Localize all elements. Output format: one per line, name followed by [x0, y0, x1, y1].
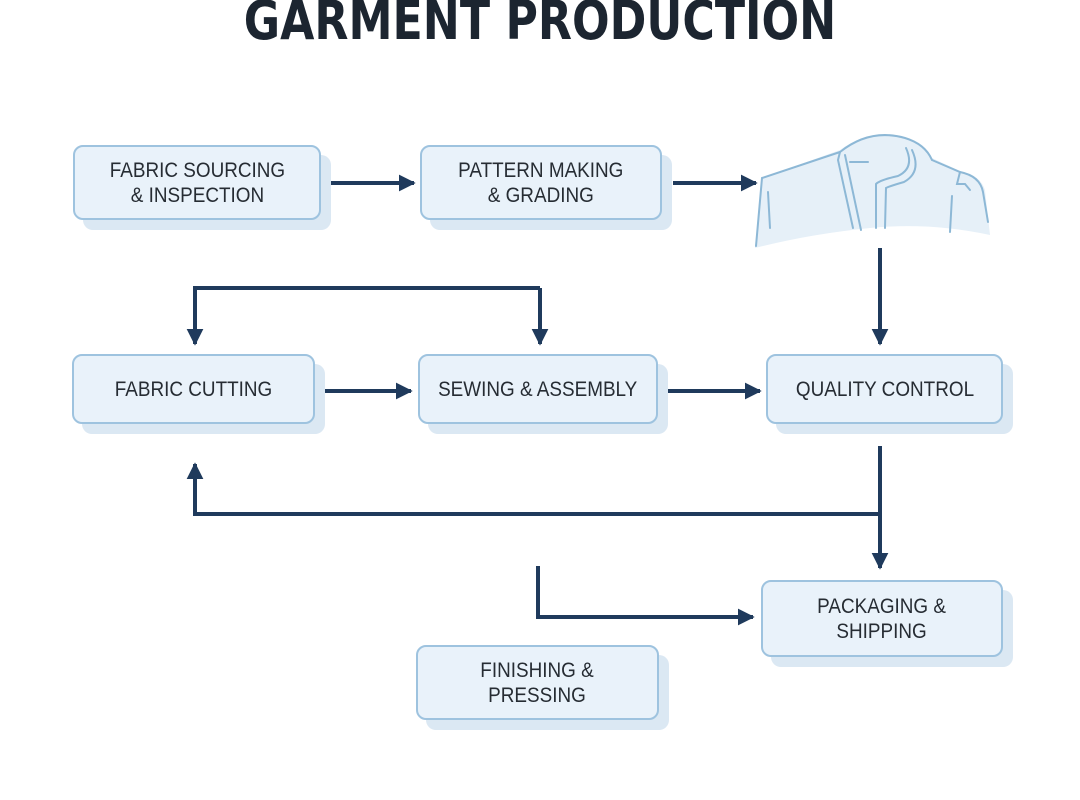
node-label: FABRIC CUTTING — [114, 377, 273, 401]
node-fabric-sourcing: FABRIC SOURCING & INSPECTION — [73, 145, 321, 220]
node-label: PATTERN MAKING & GRADING — [458, 158, 624, 207]
node-label: FABRIC SOURCING & INSPECTION — [109, 158, 285, 207]
arrow-loop-to-cutting — [186, 286, 540, 346]
node-packaging-shipping: PACKAGING & SHIPPING — [761, 580, 1003, 657]
arrow-quality-to-cutting — [186, 462, 880, 516]
node-fabric-cutting: FABRIC CUTTING — [72, 354, 315, 424]
node-label: QUALITY CONTROL — [795, 377, 974, 401]
arrow-finishing-to-packaging — [536, 566, 755, 626]
node-label: PACKAGING & SHIPPING — [817, 594, 947, 643]
node-label: FINISHING & PRESSING — [480, 658, 595, 707]
node-quality-control: QUALITY CONTROL — [766, 354, 1003, 424]
node-finishing-pressing: FINISHING & PRESSING — [416, 645, 659, 720]
node-label: SEWING & ASSEMBLY — [438, 377, 638, 401]
node-sewing-assembly: SEWING & ASSEMBLY — [418, 354, 658, 424]
node-pattern-making: PATTERN MAKING & GRADING — [420, 145, 662, 220]
diagram-title: GARMENT PRODUCTION — [243, 0, 837, 52]
